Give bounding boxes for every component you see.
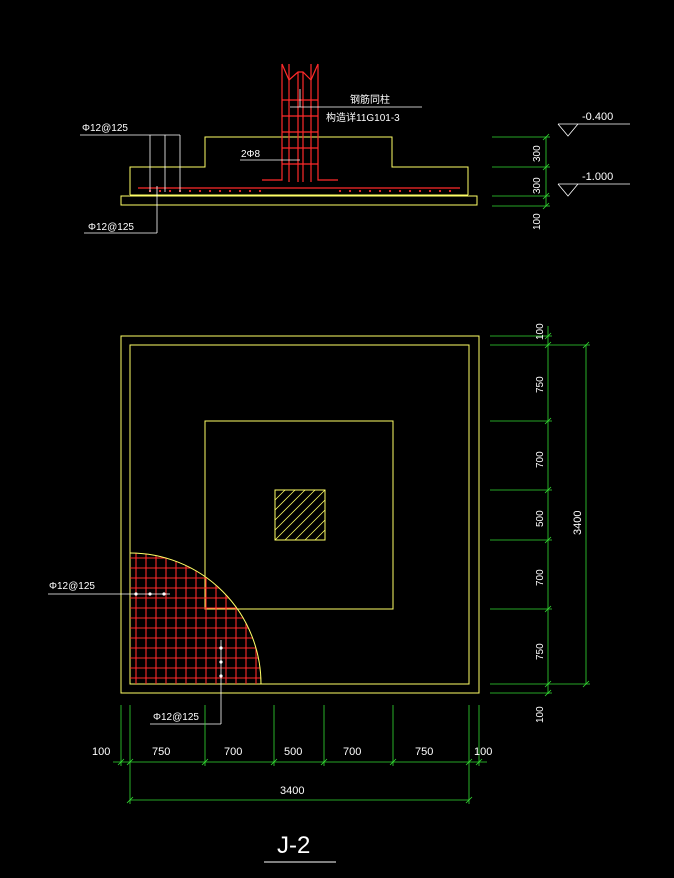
plan-rebar-v-label: Φ12@125 <box>153 712 199 723</box>
right-dim-6: 100 <box>535 706 546 723</box>
column-label-2: 构造详11G101-3 <box>326 111 400 124</box>
section-dim-300-bottom: 300 <box>532 177 543 194</box>
blinding-layer <box>120 195 478 206</box>
bottom-dim-5: 750 <box>415 746 433 758</box>
right-dim-4: 700 <box>535 569 546 586</box>
bottom-dim-1: 750 <box>152 746 170 758</box>
plan-view: Φ12@125 Φ12@125 <box>48 323 590 863</box>
section-view: 钢筋同柱 构造详11G101-3 2Φ8 Φ12@125 Φ12@125 <box>80 63 630 234</box>
bottom-dim-total: 3400 <box>280 785 304 797</box>
right-dim-5: 750 <box>535 643 546 660</box>
section-dim-300-top: 300 <box>532 145 543 162</box>
bottom-dim-4: 700 <box>343 746 361 758</box>
section-dimension-lines <box>492 133 550 210</box>
rebar-mesh-arc <box>129 552 262 685</box>
right-dim-0: 100 <box>535 323 546 340</box>
plan-blinding-outline <box>120 335 480 694</box>
elevation-marker-top <box>557 123 630 137</box>
plan-column <box>274 489 326 541</box>
right-dimension-lines <box>490 326 590 697</box>
plan-footing-outline <box>129 344 470 685</box>
right-dim-1: 750 <box>535 376 546 393</box>
column-hatch <box>274 489 326 541</box>
elevation-marker-bottom <box>557 183 630 197</box>
drawing-title: J-2 <box>277 832 310 859</box>
section-dim-100: 100 <box>532 213 543 230</box>
plan-rebar-v-leader <box>150 640 223 725</box>
bottom-dim-6: 100 <box>474 746 492 758</box>
bottom-dim-2: 700 <box>224 746 242 758</box>
right-dim-total: 3400 <box>572 511 584 535</box>
bottom-dimension-lines <box>113 705 487 804</box>
stirrup-label: 2Φ8 <box>241 149 261 160</box>
rebar-label-bottom-left: Φ12@125 <box>88 222 134 233</box>
right-dim-3: 500 <box>535 510 546 527</box>
rebar-mesh <box>130 553 261 684</box>
footing-section-outline <box>129 136 469 195</box>
rebar-top-leader <box>80 134 181 192</box>
elevation-top-label: -0.400 <box>582 111 613 123</box>
bottom-dim-0: 100 <box>92 746 110 758</box>
rebar-label-top-left: Φ12@125 <box>82 123 128 134</box>
elevation-bottom-label: -1.000 <box>582 171 613 183</box>
plan-step-outline <box>204 420 394 610</box>
column-label-1: 钢筋同柱 <box>350 93 390 106</box>
plan-rebar-h-leader <box>48 592 170 596</box>
column-rebar-cage <box>262 63 338 182</box>
plan-rebar-h-label: Φ12@125 <box>49 581 95 592</box>
right-dim-2: 700 <box>535 451 546 468</box>
rebar-bottom-leader <box>84 186 158 234</box>
bottom-dim-3: 500 <box>284 746 302 758</box>
bottom-rebar-dots <box>148 189 452 193</box>
